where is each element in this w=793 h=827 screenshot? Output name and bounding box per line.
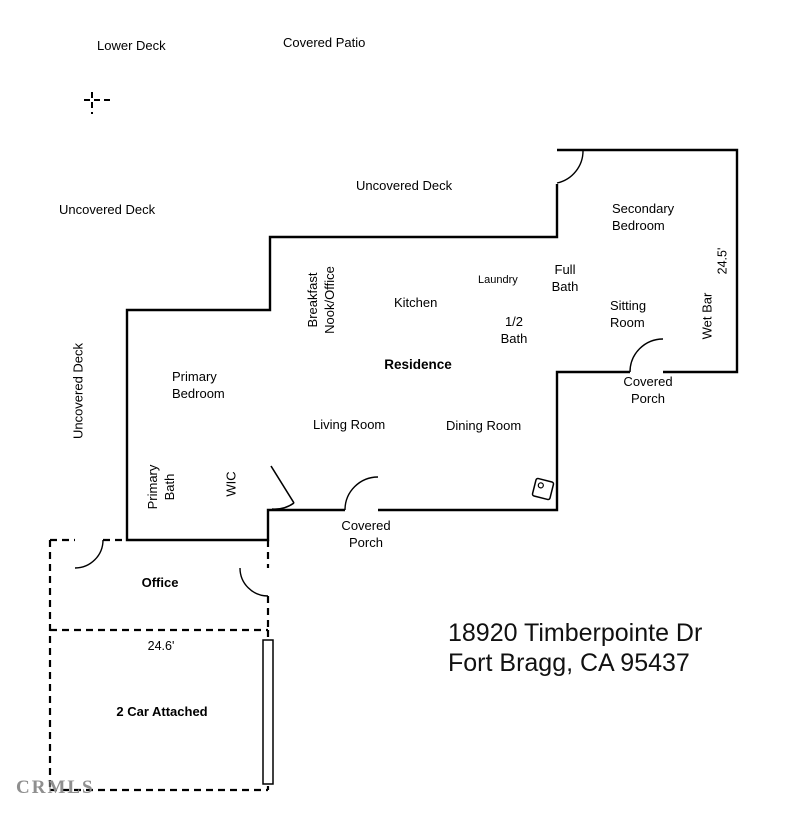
label-dining-room: Dining Room: [446, 418, 522, 433]
label-covered-patio: Covered Patio: [283, 35, 366, 50]
label-primary-bath: Primary Bath: [145, 464, 177, 510]
address-block: 18920 Timberpointe Dr Fort Bragg, CA 954…: [448, 618, 702, 678]
label-wic: WIC: [223, 471, 239, 497]
crmls-watermark: CRMLS: [16, 777, 95, 798]
fixture-icon: [531, 477, 555, 501]
label-lower-deck: Lower Deck: [97, 38, 166, 53]
label-covered-porch-bottom: Covered Porch: [341, 518, 391, 550]
label-secondary-bedroom: Secondary Bedroom: [612, 201, 675, 233]
label-breakfast-nook: Breakfast Nook/Office: [305, 266, 337, 334]
label-uncovered-deck-top: Uncovered Deck: [356, 178, 453, 193]
label-covered-porch-right: Covered Porch: [623, 374, 673, 406]
label-sitting-room: Sitting Room: [610, 298, 647, 330]
label-laundry: Laundry: [478, 274, 518, 286]
label-dim-24-5: 24.5': [715, 247, 730, 275]
address-line2: Fort Bragg, CA 95437: [448, 649, 690, 677]
label-dim-24-6: 24.6': [147, 639, 175, 653]
residence-walls: [125, 148, 739, 542]
label-uncovered-deck-upper-left: Uncovered Deck: [59, 202, 156, 217]
label-half-bath: 1/2 Bath: [500, 314, 528, 346]
door-swing-arcs: [74, 149, 664, 597]
label-residence: Residence: [384, 357, 452, 372]
label-kitchen: Kitchen: [394, 295, 438, 310]
wic-door-leaf: [270, 465, 295, 510]
label-uncovered-deck-left: Uncovered Deck: [70, 342, 86, 440]
label-office: Office: [141, 575, 179, 590]
address-line1: 18920 Timberpointe Dr: [448, 619, 703, 647]
label-primary-bedroom: Primary Bedroom: [172, 369, 225, 401]
deck-dashed-corner: [84, 92, 112, 114]
label-wet-bar: Wet Bar: [699, 292, 715, 340]
garage-door: [262, 639, 274, 785]
label-full-bath: Full Bath: [551, 262, 579, 294]
office-garage-dashed-walls: [48, 538, 270, 792]
label-living-room: Living Room: [313, 417, 386, 432]
label-garage: 2 Car Attached: [116, 704, 208, 719]
